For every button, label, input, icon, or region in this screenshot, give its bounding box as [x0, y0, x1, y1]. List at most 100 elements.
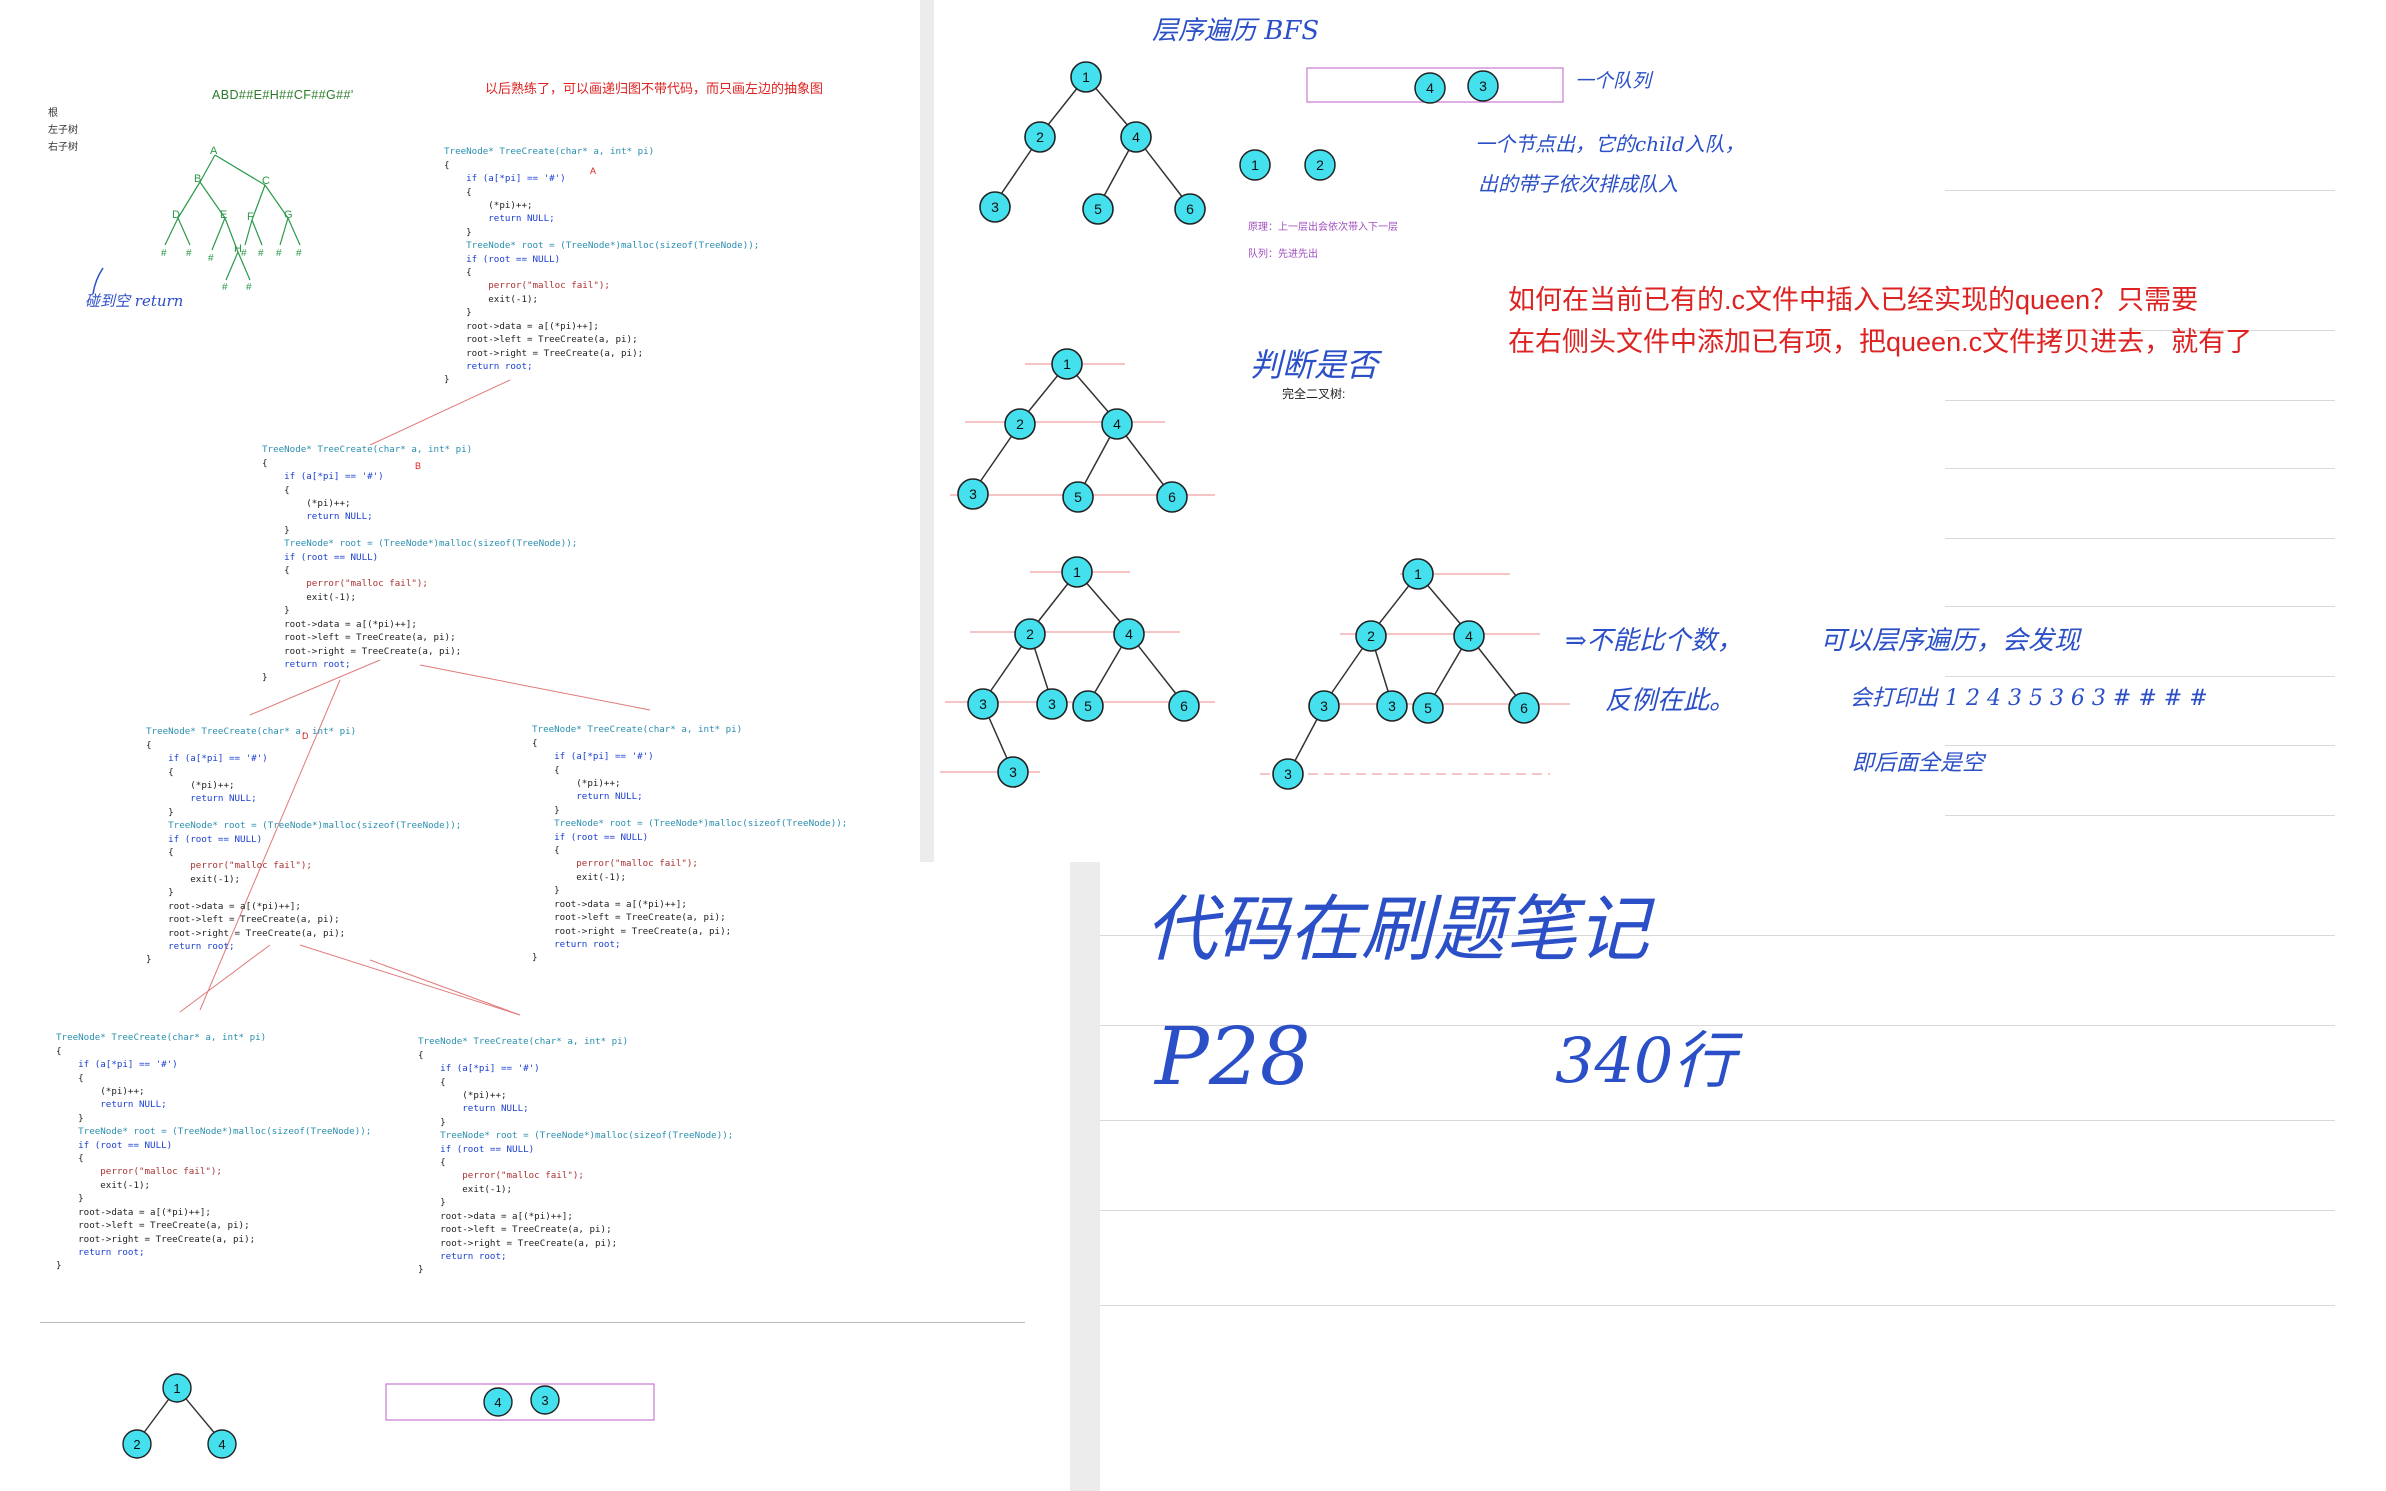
code-block-b: TreeNode* TreeCreate(char* a, int* pi){ …: [262, 444, 578, 684]
svg-text:6: 6: [1520, 700, 1528, 716]
page-divider-bottom: [1070, 862, 1100, 1491]
bfs-tree-1: 1 2 4 3 5 6: [979, 61, 1206, 225]
bfs-note-5: 即后面全是空: [1852, 751, 1985, 776]
svg-text:2: 2: [1316, 157, 1324, 173]
svg-text:3: 3: [1284, 766, 1292, 782]
svg-text:3: 3: [541, 1393, 548, 1408]
svg-text:4: 4: [494, 1395, 501, 1410]
svg-text:1: 1: [1251, 157, 1259, 173]
node-a: A: [210, 145, 218, 157]
svg-text:3: 3: [991, 199, 999, 215]
legend-left-subtree: 左子树: [48, 125, 78, 136]
node-d: D: [172, 209, 180, 221]
return-note: 碰到空 return: [85, 292, 184, 310]
bfs-note-3: 可以层序遍历，会发现: [1820, 626, 2081, 656]
queue-label: 一个队列: [1575, 70, 1652, 92]
svg-text:#: #: [296, 248, 302, 259]
bfs-principle: 原理：上一层出会依次带入下一层: [1248, 222, 1398, 233]
svg-text:4: 4: [218, 1437, 225, 1452]
node-e: E: [220, 209, 227, 221]
node-c: C: [262, 175, 270, 187]
svg-text:4: 4: [1465, 628, 1473, 644]
code-block-f: TreeNode* TreeCreate(char* a, int* pi){ …: [56, 1032, 372, 1272]
legend-right-subtree: 右子树: [48, 142, 78, 153]
svg-text:6: 6: [1180, 698, 1188, 714]
svg-text:2: 2: [1036, 129, 1044, 145]
complete-tree: 1 2 4 3 5 6: [950, 348, 1215, 513]
svg-text:3: 3: [1048, 696, 1056, 712]
svg-text:6: 6: [1168, 489, 1176, 505]
svg-text:6: 6: [1186, 201, 1194, 217]
call-arrows: [179, 379, 651, 1016]
code-block-e: TreeNode* TreeCreate(char* a, int* pi){ …: [532, 724, 848, 964]
svg-text:1: 1: [1063, 356, 1071, 372]
svg-text:#: #: [258, 248, 264, 259]
svg-text:2: 2: [1026, 626, 1034, 642]
svg-text:4: 4: [1426, 80, 1434, 96]
svg-text:2: 2: [1016, 416, 1024, 432]
svg-text:1: 1: [1082, 69, 1090, 85]
queen-note-2: 在右侧头文件中添加已有项，把queen.c文件拷贝进去，就有了: [1508, 327, 2253, 357]
node-f: F: [247, 211, 254, 223]
svg-text:4: 4: [1113, 416, 1121, 432]
svg-text:#: #: [241, 248, 247, 259]
svg-text:3: 3: [979, 696, 987, 712]
queen-note-1: 如何在当前已有的.c文件中插入已经实现的queen？只需要: [1508, 285, 2199, 315]
svg-text:#: #: [208, 253, 214, 264]
code-block-g: TreeNode* TreeCreate(char* a, int* pi){ …: [418, 1036, 734, 1276]
bfs-queue: 4 3: [1306, 67, 1564, 104]
bottom-left-queue: 4 3: [385, 1383, 655, 1421]
marker-d: D: [302, 731, 309, 741]
judge-note: 判断是否: [1250, 346, 1379, 384]
count-note-2: 反例在此。: [1605, 686, 1736, 716]
page-reference: P28: [1155, 1010, 1311, 1103]
marker-b: B: [415, 461, 422, 471]
svg-text:3: 3: [1388, 698, 1396, 714]
svg-text:1: 1: [173, 1381, 180, 1396]
bfs-note-1: 一个节点出，它的child入队，: [1475, 132, 1745, 156]
left-bottom-rule: [40, 1322, 1025, 1323]
svg-text:3: 3: [969, 486, 977, 502]
svg-text:2: 2: [133, 1437, 140, 1452]
legend-root: 根: [48, 108, 58, 119]
page-divider-top: [920, 0, 934, 862]
svg-text:5: 5: [1074, 489, 1082, 505]
example-tree-a: 1 2 4 3 3 5 6 3: [940, 556, 1215, 788]
svg-text:5: 5: [1094, 201, 1102, 217]
line-reference: 340行: [1555, 1024, 1736, 1097]
queue-rule: 队列：先进先出: [1248, 249, 1318, 260]
node-b: B: [194, 173, 201, 185]
svg-text:5: 5: [1424, 700, 1432, 716]
svg-text:#: #: [276, 248, 282, 259]
node-h: H: [234, 243, 242, 255]
left-margin: [0, 0, 25, 1491]
complete-tree-label: 完全二叉树:: [1282, 387, 1346, 401]
bfs-title: 层序遍历 BFS: [1152, 16, 1320, 46]
svg-text:#: #: [222, 282, 228, 293]
left-note-page: [38, 0, 920, 1491]
svg-text:#: #: [186, 248, 192, 259]
svg-text:5: 5: [1084, 698, 1092, 714]
svg-text:3: 3: [1320, 698, 1328, 714]
svg-text:1: 1: [1073, 564, 1081, 580]
count-note-1: ⇒不能比个数，: [1565, 626, 1743, 656]
svg-text:#: #: [246, 282, 252, 293]
bfs-pair: 1 2: [1239, 149, 1336, 181]
svg-text:3: 3: [1479, 78, 1487, 94]
bfs-note-2: 出的带子依次排成队入: [1478, 172, 1678, 196]
svg-text:4: 4: [1125, 626, 1133, 642]
svg-text:1: 1: [1414, 566, 1422, 582]
example-tree-b: 1 2 4 3 3 5 6 3: [1260, 558, 1570, 790]
preorder-sequence: ABD##E#H##CF##G##': [212, 88, 354, 102]
svg-text:2: 2: [1367, 628, 1375, 644]
bottom-left-tree: 1 2 4: [122, 1373, 237, 1459]
svg-text:4: 4: [1132, 129, 1140, 145]
node-g: G: [284, 209, 293, 221]
bfs-note-4: 会打印出 1 2 4 3 5 3 6 3 # # # #: [1850, 686, 2208, 711]
code-location-note: 代码在刷题笔记: [1145, 887, 1650, 971]
code-block-d: TreeNode* TreeCreate(char* a, int* pi){ …: [146, 726, 462, 966]
svg-text:3: 3: [1009, 764, 1017, 780]
code-block-a: TreeNode* TreeCreate(char* a, int* pi){ …: [444, 146, 760, 386]
marker-a: A: [590, 166, 597, 176]
sketch-tree: A B C D E F G H ## ## ## ## #: [161, 145, 302, 293]
